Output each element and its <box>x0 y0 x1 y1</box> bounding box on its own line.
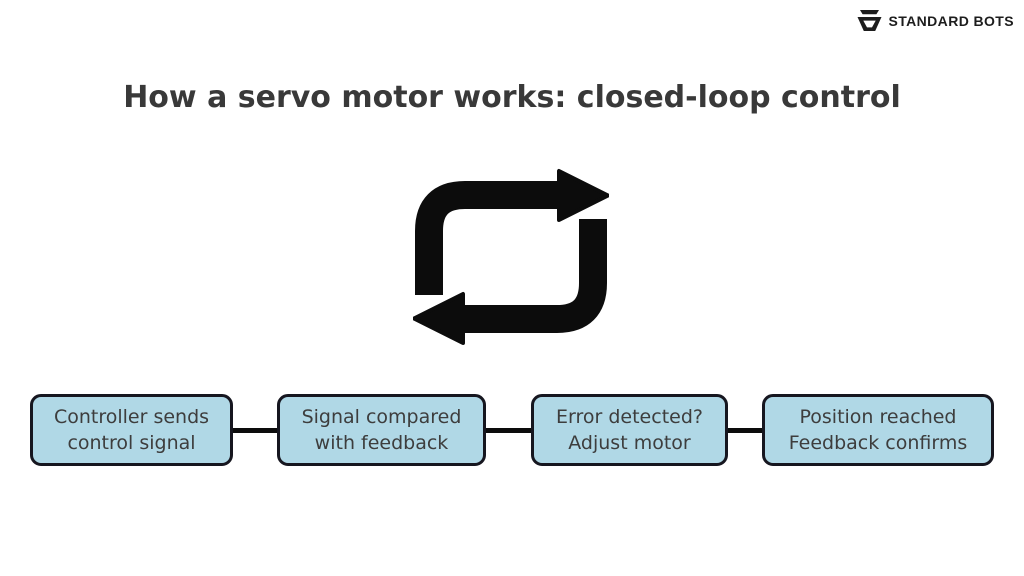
flow-step-signal-compared: Signal compared with feedback <box>277 394 486 466</box>
flow-step-label: Error detected? <box>556 406 703 428</box>
flow-step-position-reached: Position reached Feedback confirms <box>762 394 994 466</box>
flow-step-label: Controller sends <box>53 406 210 428</box>
page-title: How a servo motor works: closed-loop con… <box>123 80 901 115</box>
connector-line <box>720 428 770 433</box>
standard-bots-logo-icon <box>857 10 881 31</box>
repeat-loop-arrows-icon <box>413 169 609 345</box>
connector-line <box>478 428 539 433</box>
flow-step-label: Signal compared <box>301 406 462 428</box>
brand-logo: STANDARD BOTS <box>857 9 1015 32</box>
flow-step-label: Position reached <box>799 406 957 428</box>
connector-line <box>225 428 285 433</box>
flow-step-error-detected: Error detected? Adjust motor <box>531 394 728 466</box>
flow-step-controller-sends: Controller sends control signal <box>30 394 233 466</box>
flow-step-label: control signal <box>67 432 196 454</box>
flow-step-label: Adjust motor <box>568 432 691 454</box>
flow-step-label: with feedback <box>314 432 449 454</box>
flow-step-label: Feedback confirms <box>788 432 968 454</box>
brand-name: STANDARD BOTS <box>888 12 1014 29</box>
